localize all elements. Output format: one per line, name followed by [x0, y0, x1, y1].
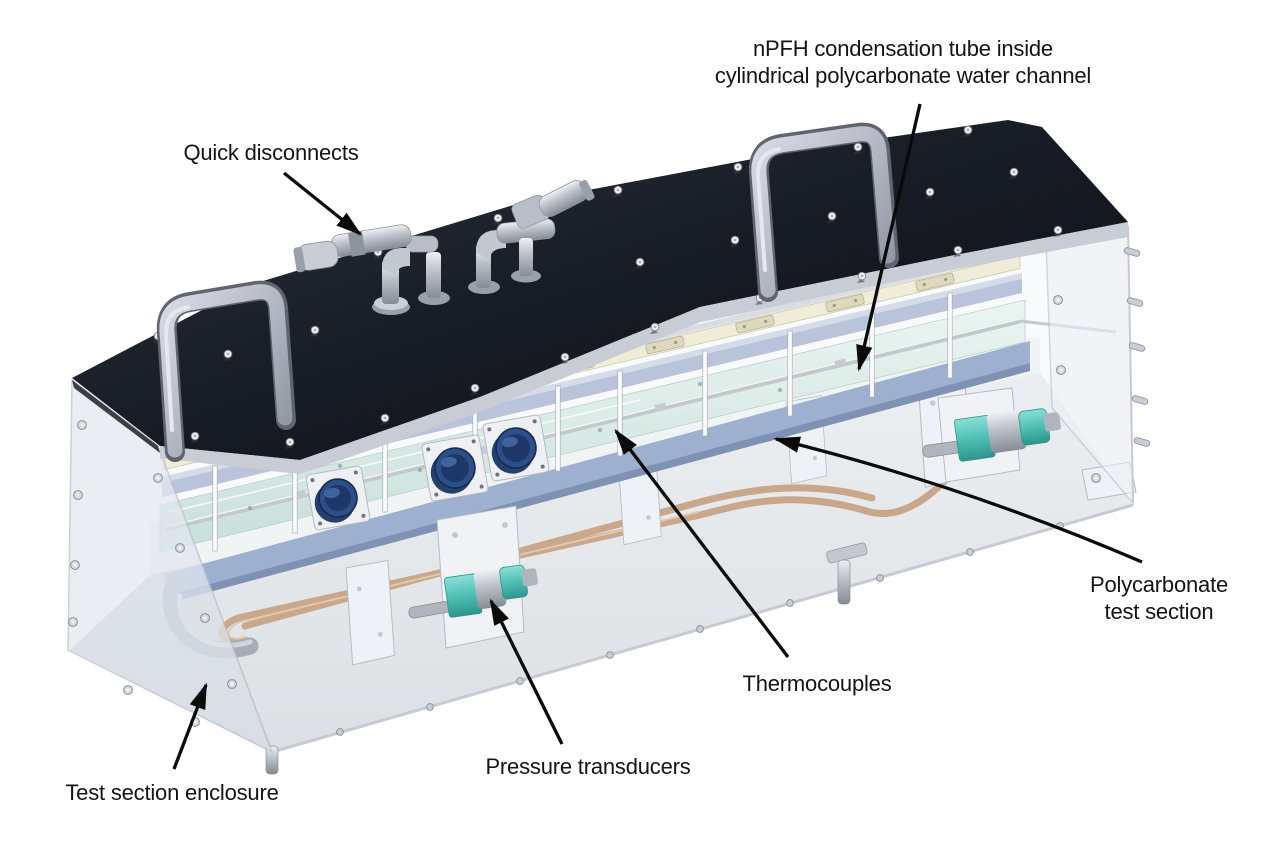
- arrow-thermocouples: [614, 428, 790, 658]
- label-npfh-line1: nPFH condensation tube inside: [753, 36, 1053, 61]
- carry-handles: [156, 122, 899, 462]
- lower-rail: [165, 341, 1030, 596]
- arrow-npfh-tube: [856, 103, 922, 372]
- quick-disconnect-fittings: [293, 179, 595, 315]
- label-npfh-line2: cylindrical polycarbonate water channel: [715, 63, 1091, 88]
- label-thermocouples: Thermocouples: [742, 671, 891, 696]
- arrow-test-section-enclosure: [172, 682, 208, 770]
- top-cover-plate: [72, 120, 1128, 474]
- label-polycarbonate-line2: test section: [1105, 599, 1214, 624]
- arrow-quick-disconnects: [282, 171, 363, 236]
- left-end-wall: [67, 378, 274, 754]
- label-test-section-enclosure: Test section enclosure: [65, 780, 278, 805]
- annotation-arrows: [172, 103, 1143, 770]
- arrow-polycarbonate-test-section: [773, 436, 1143, 564]
- annotation-labels: nPFH condensation tube inside cylindrica…: [65, 36, 1228, 805]
- label-polycarbonate-line1: Polycarbonate: [1090, 572, 1228, 597]
- label-pressure-transducers: Pressure transducers: [485, 754, 690, 779]
- test-section-enclosure: [67, 120, 1151, 775]
- pressure-transducer-right: [922, 387, 1061, 483]
- arrow-pressure-transducers: [489, 598, 564, 745]
- top-plate-front-edge: [160, 222, 1128, 474]
- label-quick-disconnects: Quick disconnects: [183, 140, 358, 165]
- electrical-connectors: [305, 414, 550, 531]
